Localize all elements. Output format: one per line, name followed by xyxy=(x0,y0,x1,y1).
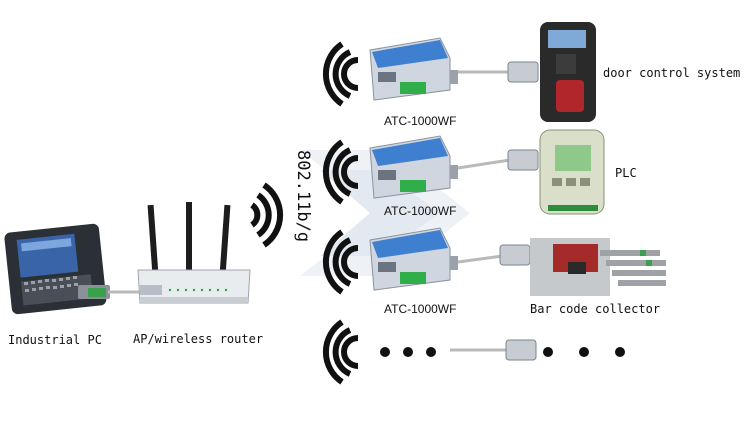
device1-label: ATC-1000WF xyxy=(384,114,457,128)
router-wifi-icon xyxy=(250,182,284,248)
device3-label: ATC-1000WF xyxy=(384,302,457,316)
more-dots-icon xyxy=(380,347,625,357)
barcode-label: Bar code collector xyxy=(530,302,661,316)
device1-wifi-icon xyxy=(322,41,359,107)
atc-device-1 xyxy=(369,37,458,101)
protocol-label: 802.11b/g xyxy=(293,150,313,243)
device3-wifi-icon xyxy=(322,229,359,295)
door-control-device xyxy=(540,22,596,122)
industrial-pc-label: Industrial PC xyxy=(8,333,102,347)
barcode-collector xyxy=(530,238,666,296)
door-control-label: door control system xyxy=(603,66,741,80)
db9-connectors xyxy=(499,61,539,361)
industrial-pc xyxy=(4,223,110,315)
device2-wifi-icon xyxy=(322,139,359,205)
router-label: AP/wireless router xyxy=(133,332,264,346)
device2-label: ATC-1000WF xyxy=(384,204,457,218)
wireless-router xyxy=(137,202,251,304)
atc-device-2 xyxy=(369,135,458,199)
extra-wifi-icon xyxy=(322,319,359,385)
plc-device xyxy=(539,129,605,215)
plc-label: PLC xyxy=(615,166,637,180)
atc-device-3 xyxy=(369,227,458,291)
